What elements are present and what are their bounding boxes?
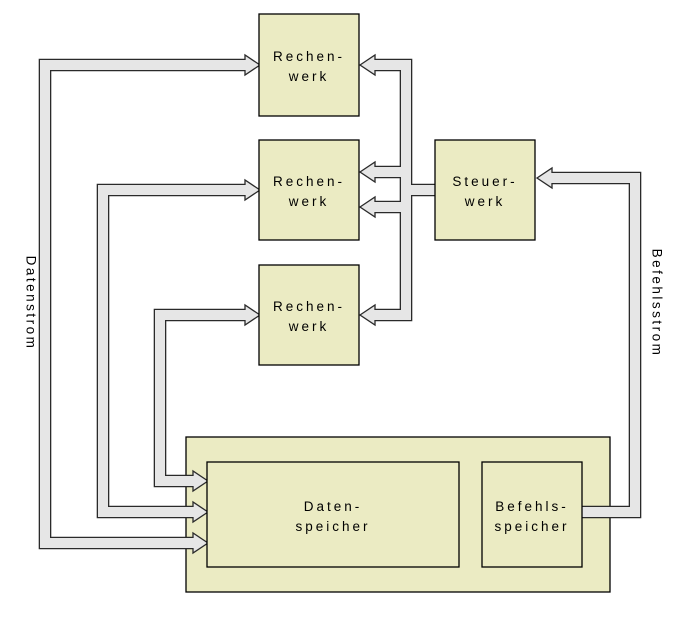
datenstrom-label: Datenstrom <box>24 256 39 351</box>
rechenwerk-2-label-line1: Rechen- <box>273 174 345 189</box>
arrowhead-into-rechenwerk1-left <box>244 53 262 77</box>
control-bus <box>358 53 440 327</box>
befehlsspeicher-label-line1: Befehls- <box>495 499 569 514</box>
befehlsspeicher-label-line2: speicher <box>494 519 569 534</box>
instruction-arrow-shaft <box>550 173 640 517</box>
arrowhead-into-rechenwerk2-left <box>244 178 262 202</box>
steuerwerk-box <box>434 139 536 241</box>
rechenwerk-3-label-line1: Rechen- <box>273 299 345 314</box>
control-bus-trunk <box>373 60 411 320</box>
rechenwerk-3-box <box>258 264 360 366</box>
rechenwerk-2-box <box>258 139 360 241</box>
data-arrow-2-shaft <box>98 185 247 517</box>
data-arrow-1-shaft <box>40 60 247 548</box>
rechenwerk-1-box <box>258 13 360 117</box>
datenspeicher-label-line1: Daten- <box>304 499 363 514</box>
data-arrow-rechenwerk2-datenspeicher <box>96 178 262 524</box>
datenspeicher-label-line2: speicher <box>295 519 370 534</box>
rechenwerk-1-label-line1: Rechen- <box>273 49 345 64</box>
datenspeicher-box <box>206 461 460 568</box>
rechenwerk-1-label-line2: werk <box>288 69 330 84</box>
befehlsstrom-label: Befehlsstrom <box>650 249 665 358</box>
data-arrow-rechenwerk3-datenspeicher <box>153 303 262 493</box>
steuerwerk-label-line1: Steuer- <box>452 174 517 189</box>
arrowhead-into-rechenwerk1-right <box>358 53 376 77</box>
befehlsspeicher-box <box>481 461 583 568</box>
rechenwerk-2-label-line2: werk <box>288 194 330 209</box>
arrowhead-into-rechenwerk2-right-upper <box>358 160 376 184</box>
rechenwerk-3-label-line2: werk <box>288 319 330 334</box>
arrowhead-into-rechenwerk2-right-lower <box>358 195 376 219</box>
data-arrow-rechenwerk1-datenspeicher <box>38 53 262 555</box>
arrowhead-into-rechenwerk3-right <box>358 303 376 327</box>
arrowhead-into-rechenwerk3-left <box>244 303 262 327</box>
instruction-arrow-befehlsspeicher-steuerwerk <box>535 166 642 519</box>
arrowhead-into-steuerwerk-right <box>535 166 553 190</box>
data-arrow-3-shaft <box>155 310 247 486</box>
steuerwerk-label-line2: werk <box>464 194 506 209</box>
